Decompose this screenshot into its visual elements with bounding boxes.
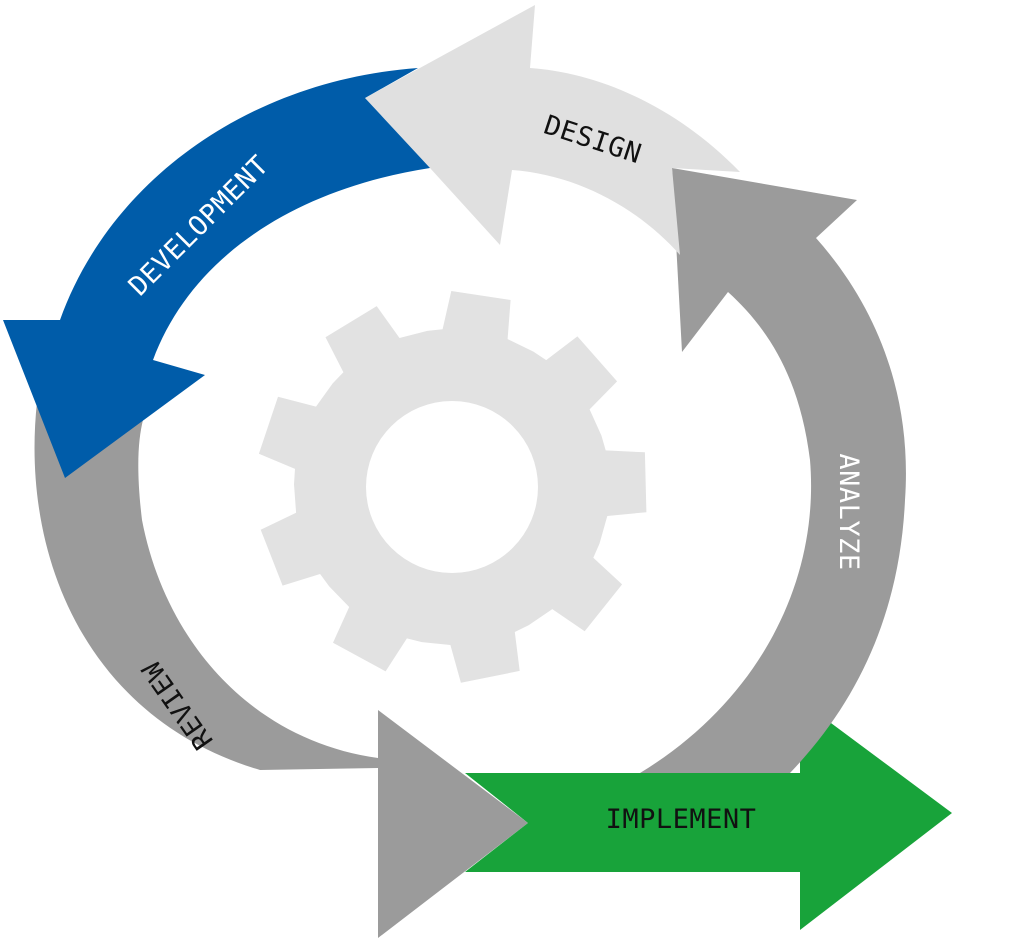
gear-body	[258, 291, 647, 683]
implement-label: IMPLEMENT	[606, 804, 757, 835]
design-arrow	[365, 5, 740, 255]
development-arrow	[3, 68, 430, 478]
analyze-arrow	[640, 168, 906, 773]
review-arrow	[34, 402, 528, 938]
implement-arrow	[465, 700, 952, 930]
gear-icon	[258, 291, 647, 683]
analyze-label: ANALYZE	[833, 453, 864, 570]
